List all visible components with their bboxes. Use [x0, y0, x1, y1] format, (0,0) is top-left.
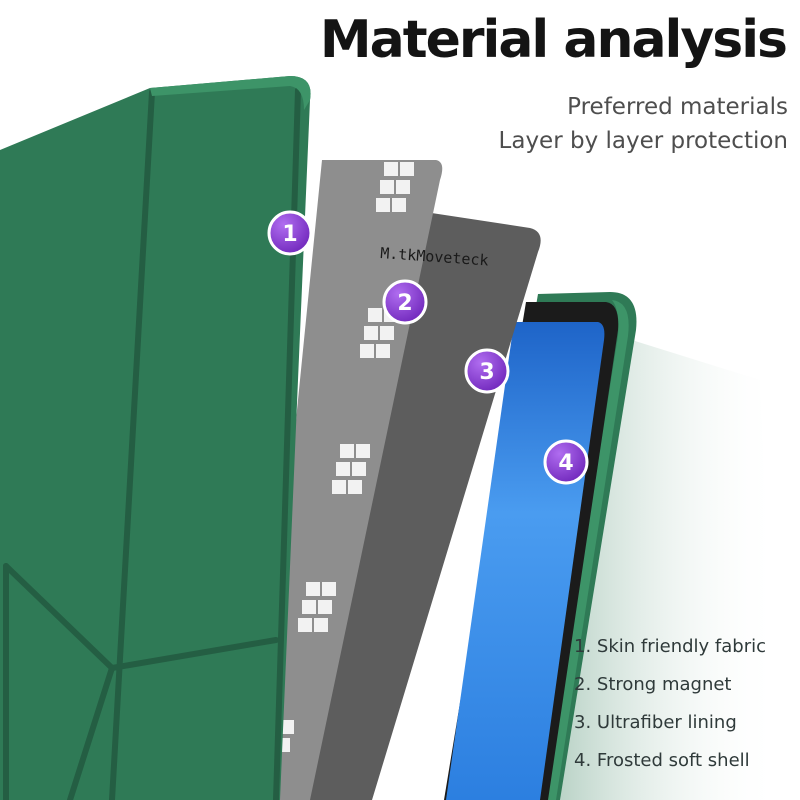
layer-badge-1: 1: [267, 210, 313, 256]
page-title: Material analysis: [319, 10, 788, 70]
magnet-cluster: [376, 162, 414, 212]
feature-list: 1. Skin friendly fabric 2. Strong magnet…: [574, 628, 796, 780]
feature-item: 3. Ultrafiber lining: [574, 712, 737, 733]
svg-text:2: 2: [397, 291, 412, 316]
layer-badge-3: 3: [464, 348, 510, 394]
feature-item: 1. Skin friendly fabric: [574, 636, 766, 657]
subtitle-line-1: Preferred materials: [567, 94, 788, 120]
feature-item: 2. Strong magnet: [574, 674, 732, 695]
magnet-cluster: [298, 582, 336, 632]
magnet-cluster: [332, 444, 370, 494]
cover-fold-lines: [3, 87, 301, 800]
svg-text:1: 1: [282, 222, 297, 247]
fabric-cover: [0, 76, 311, 800]
layer-badge-4: 4: [543, 439, 589, 485]
layer-badge-2: 2: [382, 279, 428, 325]
cover-edge-highlight: [150, 76, 311, 110]
subtitle-line-2: Layer by layer protection: [498, 128, 788, 154]
feature-item: 4. Frosted soft shell: [574, 750, 750, 771]
svg-text:4: 4: [558, 451, 573, 476]
svg-text:3: 3: [479, 360, 494, 385]
